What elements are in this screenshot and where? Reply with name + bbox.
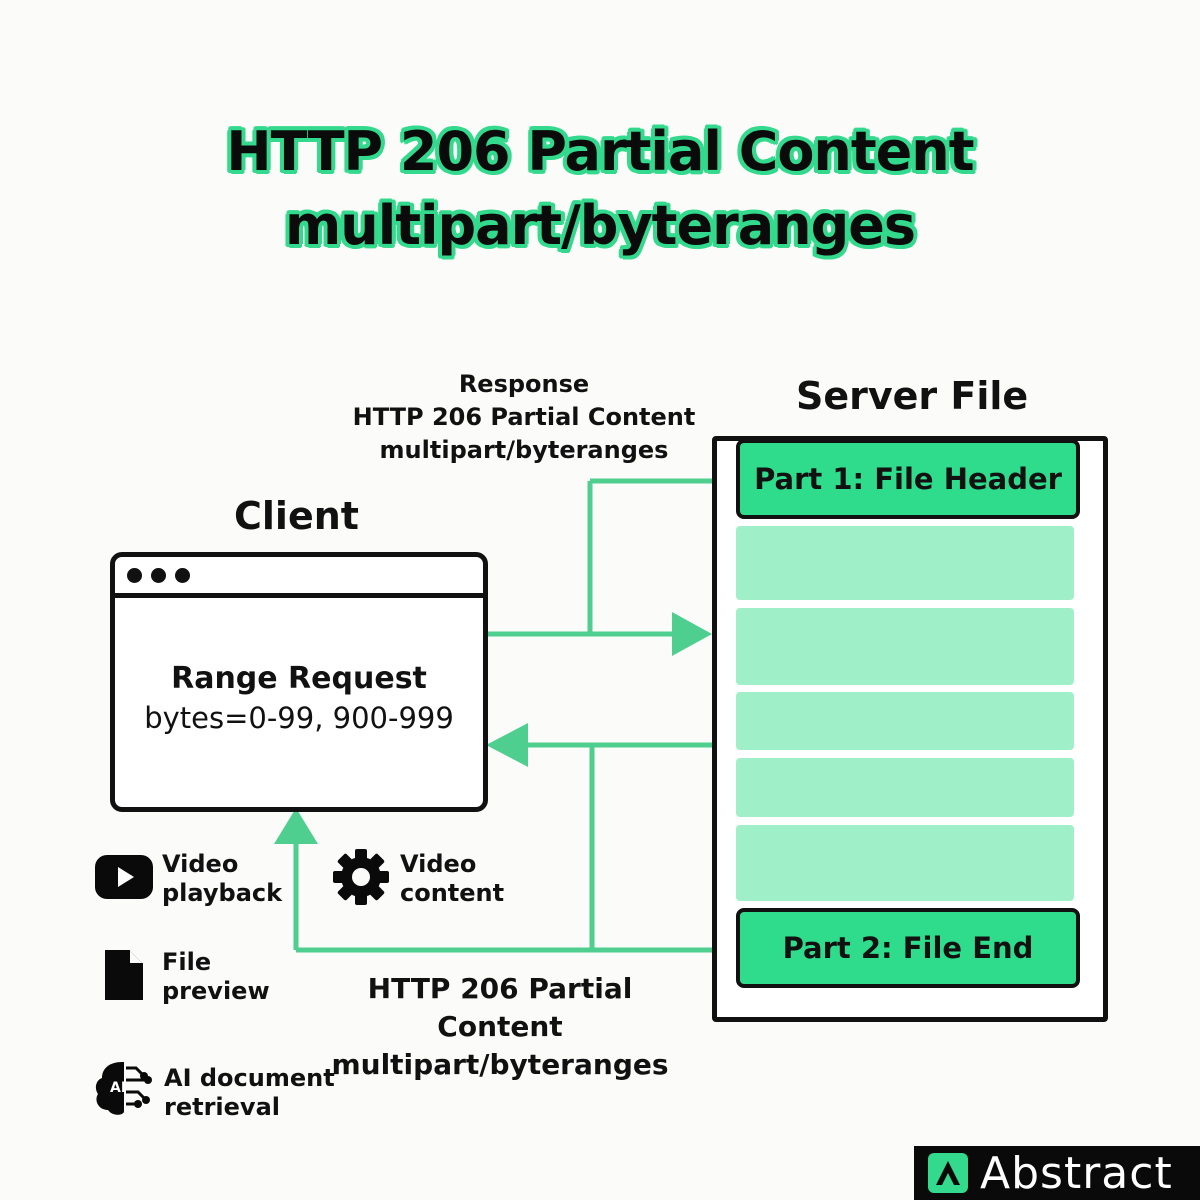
range-request-title: Range Request: [171, 661, 427, 696]
feature-label-line1: Video: [162, 850, 239, 878]
client-heading: Client: [234, 494, 359, 538]
feature-video-content: Video content: [400, 850, 504, 908]
bottom-label-line1: HTTP 206 Partial Content: [367, 972, 633, 1043]
client-browser-window: Range Request bytes=0-99, 900-999: [110, 552, 488, 812]
window-dot-icon: [175, 568, 190, 583]
file-block: [736, 608, 1074, 685]
gear-icon: [333, 849, 389, 905]
bottom-label-line2: multipart/byteranges: [331, 1048, 669, 1081]
file-icon: [105, 950, 143, 1000]
arrowhead-right: [672, 612, 712, 656]
feature-label-line2: playback: [162, 879, 283, 907]
feature-file-preview: File preview: [162, 948, 270, 1006]
server-heading: Server File: [796, 374, 1029, 418]
feature-video-playback: Video playback: [162, 850, 282, 908]
ai-brain-icon: AI: [95, 1062, 152, 1115]
feature-label-line2: content: [400, 879, 505, 907]
part1-file-header: Part 1: File Header: [736, 439, 1080, 519]
file-block: [736, 758, 1074, 817]
file-block: [736, 526, 1074, 600]
diagram-title-line1: HTTP 206 Partial Content: [226, 120, 974, 183]
feature-label-line1: File: [162, 948, 212, 976]
file-block: [736, 692, 1074, 750]
abstract-logo: Abstract: [914, 1146, 1200, 1200]
play-icon: [95, 855, 153, 899]
bottom-response-label: HTTP 206 Partial Content multipart/byter…: [316, 970, 684, 1084]
arrowhead-left: [486, 723, 528, 767]
browser-title-bar: [115, 557, 483, 598]
range-request-value: bytes=0-99, 900-999: [144, 701, 454, 735]
part2-file-end: Part 2: File End: [736, 908, 1080, 988]
file-block: [736, 825, 1074, 901]
window-dot-icon: [127, 568, 142, 583]
arrowhead-up: [274, 808, 318, 844]
abstract-logo-icon: [928, 1153, 968, 1193]
response-label: Response HTTP 206 Partial Content multip…: [340, 368, 708, 467]
feature-label-line2: preview: [162, 977, 270, 1005]
response-label-line1: Response: [458, 370, 590, 398]
response-label-line2: HTTP 206 Partial Content: [352, 403, 696, 431]
brand-name: Abstract: [980, 1147, 1173, 1199]
feature-label-line2: retrieval: [164, 1093, 280, 1121]
feature-ai-document-retrieval: AI document retrieval: [164, 1064, 335, 1122]
feature-label-line1: Video: [400, 850, 477, 878]
diagram-title-line2: multipart/byteranges: [284, 194, 916, 257]
feature-label-line1: AI document: [164, 1064, 335, 1092]
svg-text:AI: AI: [110, 1080, 126, 1096]
window-dot-icon: [151, 568, 166, 583]
response-label-line3: multipart/byteranges: [379, 436, 669, 464]
